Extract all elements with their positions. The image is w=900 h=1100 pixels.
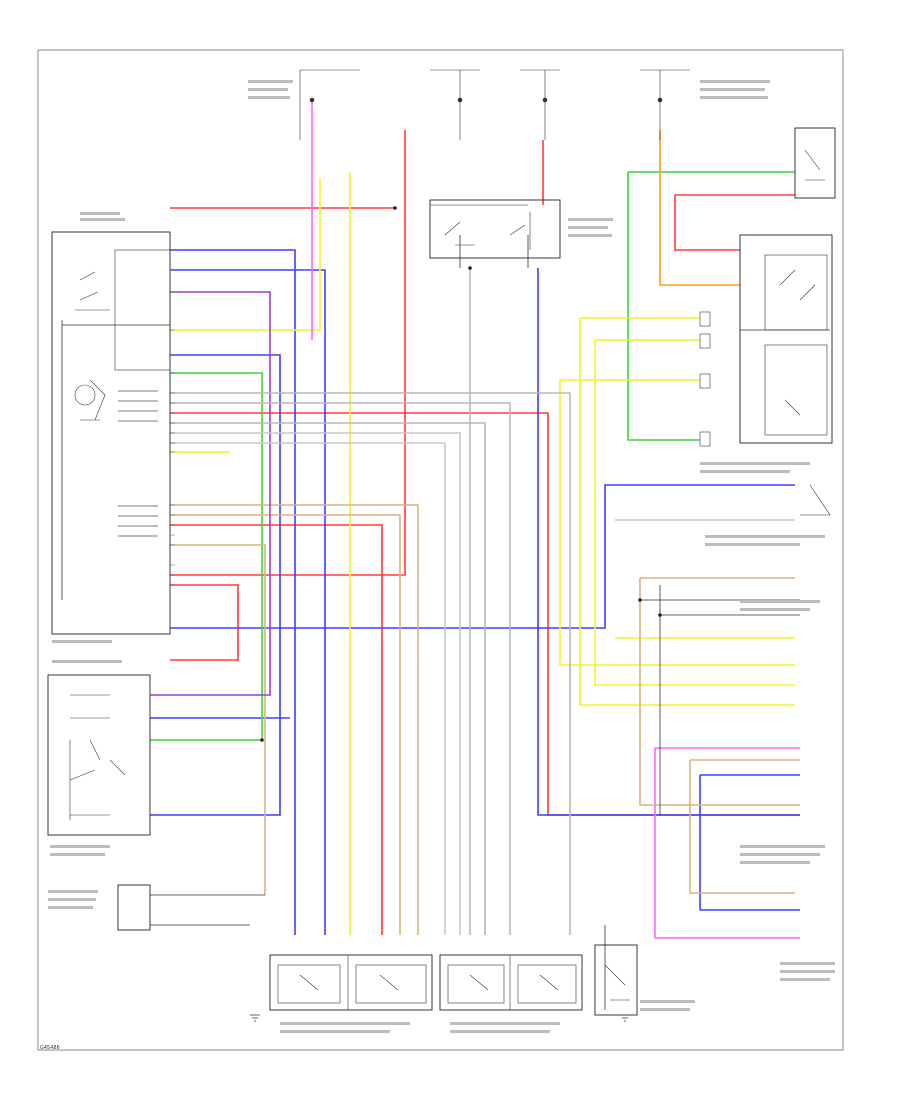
top-right-switch-box <box>794 127 836 199</box>
wire-pink-2 <box>654 747 800 939</box>
wire-tan-6 <box>639 577 800 806</box>
wire-gray-7 <box>430 204 528 935</box>
wire-blue-7 <box>699 774 800 911</box>
wire-red-4 <box>170 584 239 661</box>
control-unit-switches <box>74 271 110 421</box>
position-switch-inner <box>69 694 126 820</box>
fuse-stubs <box>299 69 690 140</box>
diagram-frame <box>37 49 844 1051</box>
wire-blue-1 <box>170 249 296 935</box>
speed-sensor-box <box>117 884 151 931</box>
connector-plugs <box>699 311 711 447</box>
splice-dots <box>260 206 662 742</box>
right-relay-inner <box>764 254 828 436</box>
main-relay-box <box>429 199 561 259</box>
control-unit-box <box>51 231 171 635</box>
wire-gray-3 <box>170 422 486 935</box>
wire-tan-2 <box>170 514 401 935</box>
solenoid-box-1 <box>269 954 433 1011</box>
position-switch-box <box>47 674 151 836</box>
wire-green-1 <box>150 372 263 741</box>
control-unit-pin-ticks <box>170 249 175 629</box>
wire-orange-1 <box>659 130 740 286</box>
wire-tan-5 <box>689 759 800 894</box>
wire-gray-1 <box>170 392 571 935</box>
wire-blue-3 <box>150 354 281 816</box>
bottom-right-relay <box>594 944 638 1016</box>
wire-tan-1 <box>170 504 419 935</box>
wire-blue-2 <box>170 269 326 935</box>
wire-yellow-1 <box>170 178 321 331</box>
wire-red-main <box>170 130 406 576</box>
components <box>47 69 836 1022</box>
wire-tan-4 <box>150 291 271 696</box>
wire-red-3 <box>170 524 383 935</box>
wire-yellow-4 <box>559 379 795 666</box>
wire-green-2 <box>627 171 795 441</box>
wire-gray-4 <box>170 432 461 935</box>
wire-blue-4 <box>170 484 795 629</box>
black-wires <box>61 235 830 1010</box>
right-relay-box <box>739 234 833 444</box>
wire-red-6 <box>674 194 795 251</box>
label-marks <box>48 80 835 1033</box>
wire-gray-2 <box>170 402 511 935</box>
wire-yellow-5 <box>594 339 795 686</box>
wire-gray-5 <box>170 442 446 935</box>
wire-blue-5 <box>537 268 800 816</box>
main-relay-switch <box>444 212 531 250</box>
wire-yellow-3 <box>170 317 795 706</box>
solenoid-box-1-inner <box>277 964 427 1004</box>
ground-symbols <box>250 1014 630 1022</box>
wire-tan-3 <box>170 544 266 895</box>
solenoid-box-2 <box>439 954 583 1011</box>
wires <box>150 100 800 939</box>
pressure-switch <box>800 484 831 516</box>
solenoid-box-2-inner <box>447 964 577 1004</box>
diagram-code: G45486 <box>40 1045 60 1051</box>
control-unit-inner <box>114 249 171 371</box>
